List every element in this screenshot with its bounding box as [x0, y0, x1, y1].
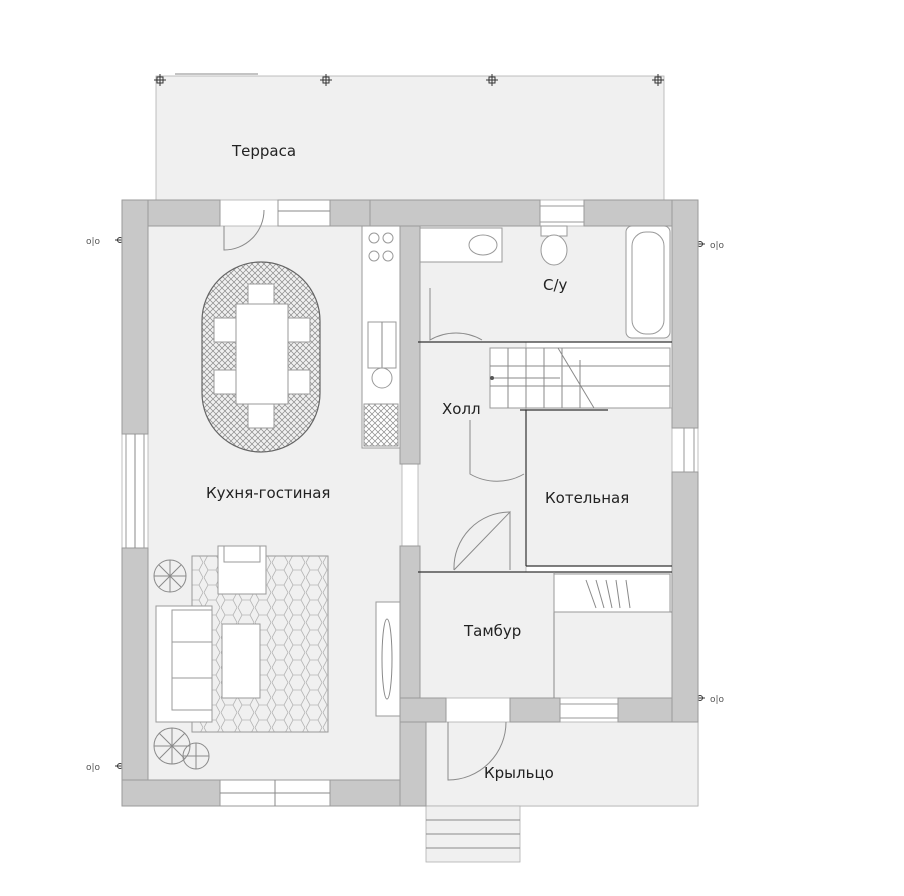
room-labels: Терраса С/у Холл Кухня-гостиная Котельна… [206, 142, 629, 782]
dining-set [201, 261, 321, 453]
label-bathroom: С/у [543, 276, 568, 294]
label-hall: Холл [442, 400, 481, 418]
label-vestibule: Тамбур [463, 622, 521, 640]
living-set [155, 545, 401, 733]
axis-markers: o|o o|o o|o o|o [86, 74, 725, 804]
svg-text:o|o: o|o [86, 237, 101, 247]
svg-text:o|o: o|o [710, 241, 725, 251]
label-terrace: Терраса [231, 142, 296, 160]
svg-text:o|o: o|o [710, 695, 725, 705]
wardrobe [553, 573, 671, 613]
doors [223, 209, 525, 781]
label-porch: Крыльцо [484, 764, 554, 782]
windows [125, 199, 695, 807]
plants [153, 559, 210, 770]
bathroom-fixtures [419, 225, 671, 339]
stairs [489, 347, 671, 409]
kitchen-counter [361, 225, 401, 449]
walls [121, 199, 699, 807]
label-kitchen-living: Кухня-гостиная [206, 484, 330, 502]
label-boiler-room: Котельная [545, 489, 629, 507]
svg-text:o|o: o|o [86, 763, 101, 773]
terrace [155, 73, 665, 203]
